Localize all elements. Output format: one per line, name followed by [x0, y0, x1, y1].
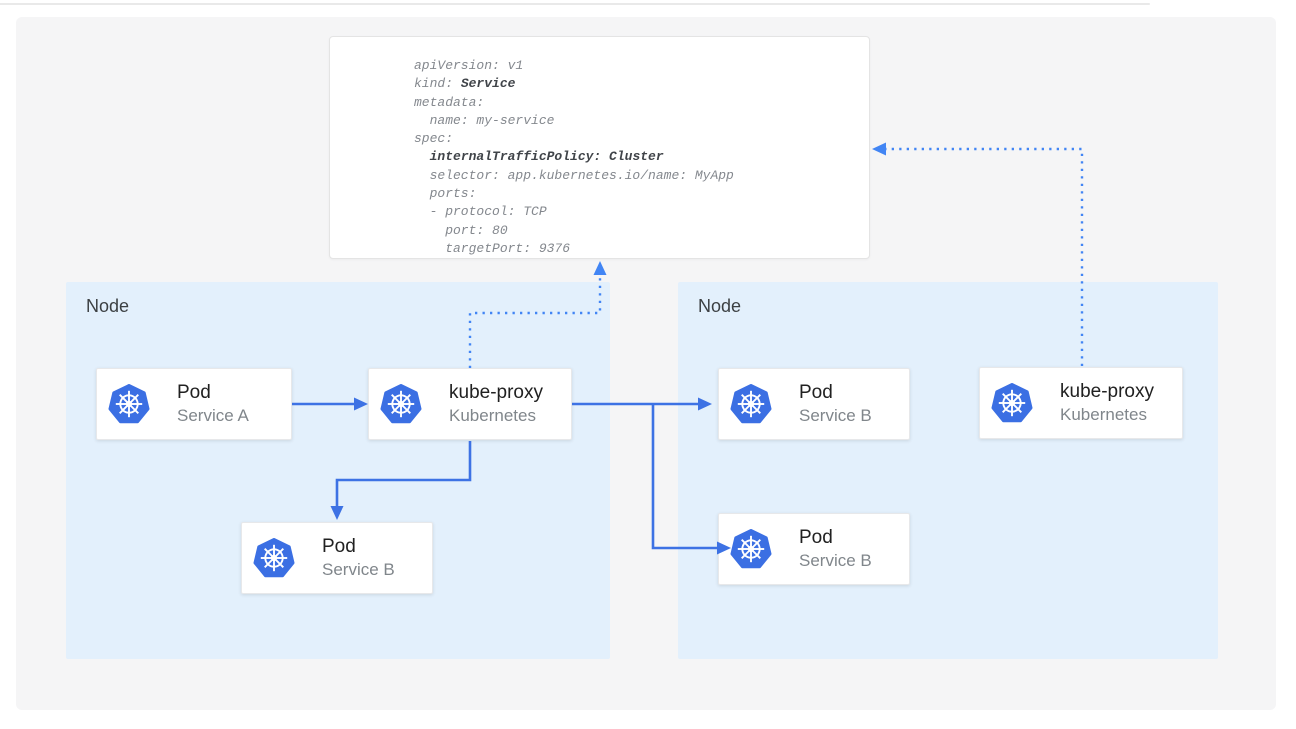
card-title: kube-proxy	[449, 382, 543, 403]
card-title: Pod	[799, 527, 833, 548]
card-pod-service-b-left: Pod Service B	[241, 522, 433, 594]
kubernetes-icon	[380, 384, 422, 424]
card-title: kube-proxy	[1060, 381, 1154, 402]
card-kube-proxy-right: kube-proxy Kubernetes	[979, 367, 1183, 439]
card-subtitle: Service B	[799, 406, 872, 425]
card-subtitle: Service A	[177, 406, 249, 425]
card-title: Pod	[799, 382, 833, 403]
kubernetes-icon	[730, 384, 772, 424]
kubernetes-icon	[730, 529, 772, 569]
kubernetes-icon	[253, 538, 295, 578]
node-box-right: Node	[678, 282, 1218, 659]
card-subtitle: Service B	[799, 551, 872, 570]
card-pod-service-b-right-top: Pod Service B	[718, 368, 910, 440]
kubernetes-icon	[991, 383, 1033, 423]
card-pod-service-b-right-bottom: Pod Service B	[718, 513, 910, 585]
card-subtitle: Kubernetes	[449, 406, 536, 425]
node-label: Node	[86, 296, 130, 316]
card-subtitle: Kubernetes	[1060, 405, 1147, 424]
top-border-line	[0, 3, 1150, 5]
card-title: Pod	[177, 382, 211, 403]
card-title: Pod	[322, 536, 356, 557]
card-subtitle: Service B	[322, 560, 395, 579]
node-box-left: Node	[66, 282, 610, 659]
card-pod-service-a: Pod Service A	[96, 368, 292, 440]
card-kube-proxy-left: kube-proxy Kubernetes	[368, 368, 572, 440]
node-label: Node	[698, 296, 742, 316]
kubernetes-icon	[108, 384, 150, 424]
